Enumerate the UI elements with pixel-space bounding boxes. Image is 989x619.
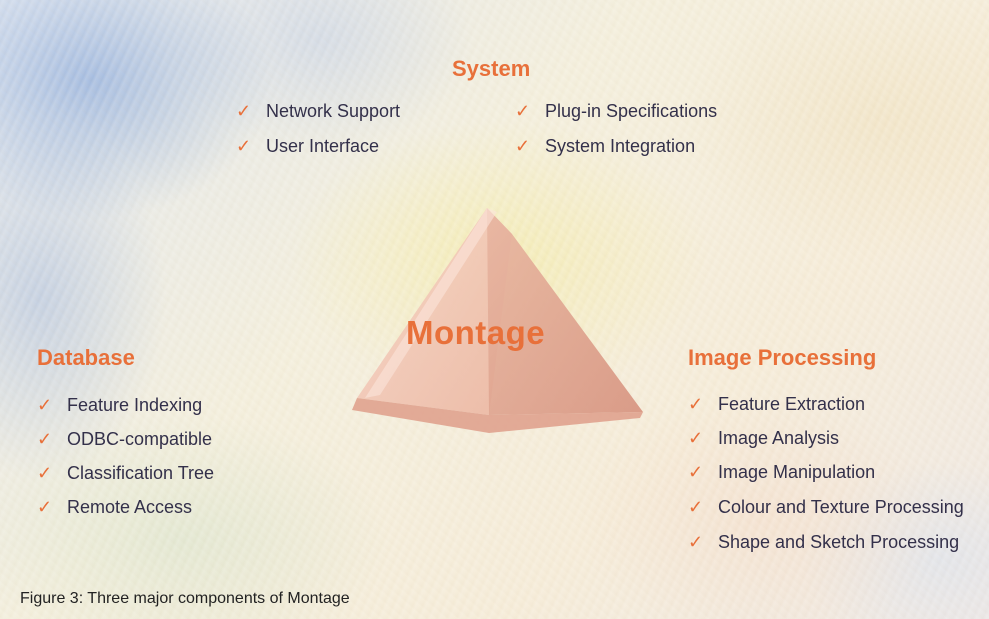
image-item-feature-extraction: ✓ Feature Extraction bbox=[688, 394, 865, 415]
item-label: Image Analysis bbox=[718, 428, 840, 448]
database-item-remote-access: ✓ Remote Access bbox=[37, 497, 192, 518]
item-label: Network Support bbox=[266, 101, 401, 121]
item-label: Classification Tree bbox=[67, 463, 215, 483]
check-icon: ✓ bbox=[688, 497, 704, 517]
image-item-image-analysis: ✓ Image Analysis bbox=[688, 428, 839, 449]
check-icon: ✓ bbox=[37, 429, 53, 449]
item-label: Shape and Sketch Processing bbox=[718, 532, 960, 552]
item-label: Feature Extraction bbox=[718, 394, 866, 414]
check-icon: ✓ bbox=[688, 532, 704, 552]
database-item-classification-tree: ✓ Classification Tree bbox=[37, 463, 214, 484]
item-label: Plug-in Specifications bbox=[545, 101, 718, 121]
check-icon: ✓ bbox=[688, 462, 704, 482]
item-label: Remote Access bbox=[67, 497, 193, 517]
image-item-shape-sketch: ✓ Shape and Sketch Processing bbox=[688, 532, 959, 553]
pyramid-highlight bbox=[365, 208, 497, 398]
check-icon: ✓ bbox=[688, 394, 704, 414]
database-item-odbc-compatible: ✓ ODBC-compatible bbox=[37, 429, 212, 450]
montage-title: Montage bbox=[406, 314, 546, 351]
system-title: System bbox=[452, 56, 531, 81]
item-label: System Integration bbox=[545, 136, 696, 156]
system-item-user-interface: ✓ User Interface bbox=[236, 136, 379, 157]
image-processing-title: Image Processing bbox=[688, 345, 877, 370]
check-icon: ✓ bbox=[515, 101, 531, 121]
check-icon: ✓ bbox=[37, 395, 53, 415]
database-item-feature-indexing: ✓ Feature Indexing bbox=[37, 395, 202, 416]
pyramid-right-face bbox=[487, 208, 643, 415]
check-icon: ✓ bbox=[688, 428, 704, 448]
image-item-image-manipulation: ✓ Image Manipulation bbox=[688, 462, 875, 483]
item-label: Colour and Texture Processing bbox=[718, 497, 964, 517]
item-label: Image Manipulation bbox=[718, 462, 876, 482]
pyramid-base-edge bbox=[352, 398, 643, 433]
check-icon: ✓ bbox=[236, 101, 252, 121]
image-item-colour-texture: ✓ Colour and Texture Processing bbox=[688, 497, 964, 518]
figure-caption: Figure 3: Three major components of Mont… bbox=[20, 590, 350, 607]
system-item-system-integration: ✓ System Integration bbox=[515, 136, 695, 157]
check-icon: ✓ bbox=[37, 497, 53, 517]
check-icon: ✓ bbox=[236, 136, 252, 156]
item-label: User Interface bbox=[266, 136, 380, 156]
system-item-plugin-specifications: ✓ Plug-in Specifications bbox=[515, 101, 717, 122]
system-item-network-support: ✓ Network Support bbox=[236, 101, 400, 122]
check-icon: ✓ bbox=[37, 463, 53, 483]
check-icon: ✓ bbox=[515, 136, 531, 156]
database-title: Database bbox=[37, 345, 135, 370]
item-label: Feature Indexing bbox=[67, 395, 203, 415]
item-label: ODBC-compatible bbox=[67, 429, 213, 449]
